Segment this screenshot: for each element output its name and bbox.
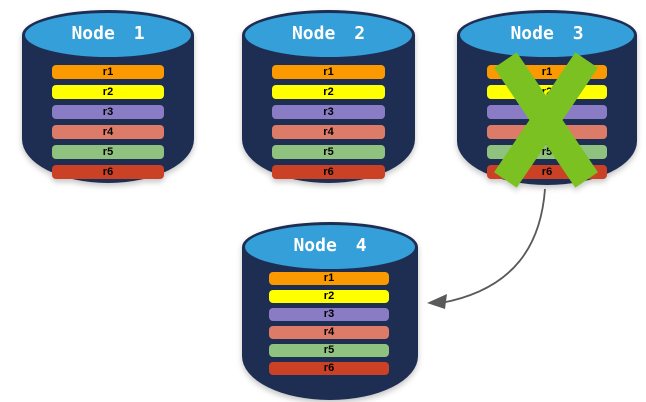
node-4: r1 r2 r3 r4 r5 r6 Node 4 bbox=[242, 222, 418, 400]
replica-row: r2 bbox=[52, 85, 164, 99]
replica-row: r5 bbox=[52, 145, 164, 159]
replica-row: r5 bbox=[272, 145, 385, 159]
replica-rows: r1 r2 r3 r4 r5 r6 bbox=[52, 65, 164, 179]
node-title: Node 2 bbox=[291, 23, 366, 44]
node-1: r1 r2 r3 r4 r5 r6 Node 1 bbox=[22, 10, 194, 183]
replica-row: r3 bbox=[52, 105, 164, 119]
node-3: r1 r2 r3 r4 r5 r6 Node 3 bbox=[457, 10, 637, 188]
replica-rows: r1 r2 r3 r4 r5 r6 bbox=[272, 65, 385, 179]
replica-row: r1 bbox=[269, 272, 389, 285]
node-2: r1 r2 r3 r4 r5 r6 Node 2 bbox=[242, 10, 415, 183]
replica-row: r2 bbox=[272, 85, 385, 99]
node-title: Node 4 bbox=[293, 235, 367, 256]
cylinder-top bbox=[22, 10, 194, 60]
node-title: Node 3 bbox=[510, 23, 584, 44]
replica-row: r6 bbox=[52, 165, 164, 179]
cylinder-top bbox=[457, 10, 637, 60]
node-title: Node 1 bbox=[71, 23, 145, 44]
replica-rows: r1 r2 r3 r4 r5 r6 bbox=[269, 272, 389, 375]
replica-row: r6 bbox=[272, 165, 385, 179]
replica-row: r6 bbox=[269, 362, 389, 375]
replica-row: r1 bbox=[272, 65, 385, 79]
replica-row: r4 bbox=[272, 125, 385, 139]
failure-x-icon bbox=[494, 52, 598, 188]
replica-row: r2 bbox=[269, 290, 389, 303]
replica-row: r1 bbox=[52, 65, 164, 79]
replica-row: r3 bbox=[272, 105, 385, 119]
cylinder-top bbox=[242, 10, 415, 60]
replica-row: r4 bbox=[269, 326, 389, 339]
replica-row: r4 bbox=[52, 125, 164, 139]
cylinder-top bbox=[242, 222, 418, 272]
replica-row: r3 bbox=[269, 308, 389, 321]
replica-row: r5 bbox=[269, 344, 389, 357]
